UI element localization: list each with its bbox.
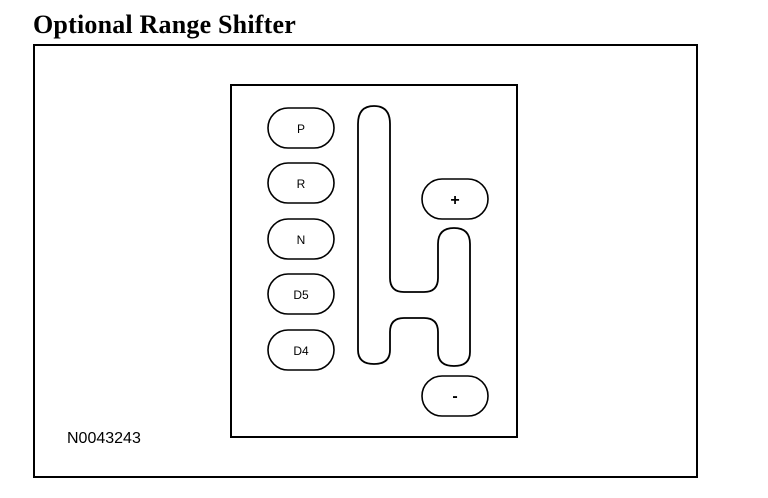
gear-p-label: P bbox=[297, 122, 305, 136]
figure-title: Optional Range Shifter bbox=[33, 10, 296, 39]
shifter-panel bbox=[230, 84, 518, 438]
gear-r-pill: R bbox=[267, 162, 335, 204]
manual-plus-pill: + bbox=[421, 178, 489, 220]
gear-n-pill: N bbox=[267, 218, 335, 260]
gear-d5-pill: D5 bbox=[267, 273, 335, 315]
minus-symbol: - bbox=[452, 388, 457, 405]
figure-id-label: N0043243 bbox=[67, 430, 141, 447]
gear-r-label: R bbox=[297, 177, 306, 191]
gear-d4-pill: D4 bbox=[267, 329, 335, 371]
plus-symbol: + bbox=[450, 192, 459, 209]
gear-p-pill: P bbox=[267, 107, 335, 149]
gear-n-label: N bbox=[297, 233, 306, 247]
shift-gate-slot bbox=[357, 105, 471, 367]
manual-minus-pill: - bbox=[421, 375, 489, 417]
gear-d5-label: D5 bbox=[293, 288, 309, 302]
figure-frame bbox=[33, 44, 698, 478]
gear-d4-label: D4 bbox=[293, 344, 309, 358]
